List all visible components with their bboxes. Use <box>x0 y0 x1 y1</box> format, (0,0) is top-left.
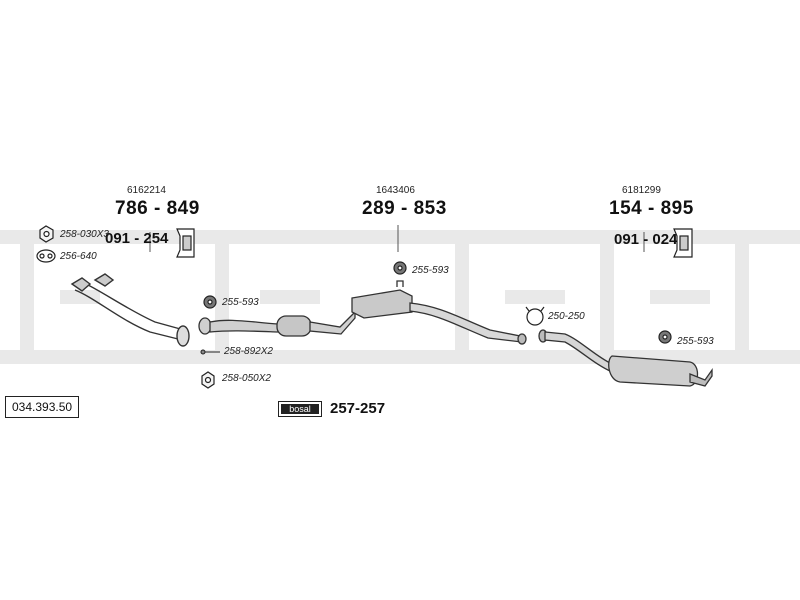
hanger-icon-2 <box>673 228 693 258</box>
part-number-2: 289 - 853 <box>362 198 447 219</box>
nut-icon <box>39 225 54 243</box>
part-number-1: 786 - 849 <box>115 198 200 219</box>
reference-code: 034.393.50 <box>5 396 80 418</box>
hanger-number-3: 091 - 024 <box>614 231 678 248</box>
rear-silencer <box>538 329 713 387</box>
accessory-label: 258-892X2 <box>224 346 273 357</box>
hanger-number-1: 091 - 254 <box>105 230 169 247</box>
accessory-label: 255-593 <box>677 336 714 347</box>
hanger-icon-1 <box>176 228 195 258</box>
clamp-icon <box>525 306 545 326</box>
kit-box: bosal <box>278 401 322 417</box>
accessory-label: 256-640 <box>60 251 97 262</box>
rubber-mount-icon <box>203 295 217 309</box>
accessory-label: 255-593 <box>222 297 259 308</box>
rubber-mount-icon <box>658 330 672 344</box>
part-number-3: 154 - 895 <box>609 198 694 219</box>
oem-number-3: 6181299 <box>622 185 661 196</box>
oem-number-1: 6162214 <box>127 185 166 196</box>
bolt-icon <box>200 349 220 355</box>
leader-lines <box>149 225 645 252</box>
front-silencer-pipe <box>198 310 356 337</box>
bosal-logo: bosal <box>281 404 319 414</box>
gasket-icon <box>36 249 56 263</box>
accessory-label: 255-593 <box>412 265 449 276</box>
middle-silencer <box>351 280 527 345</box>
accessory-label: 250-250 <box>548 311 585 322</box>
accessory-label: 258-050X2 <box>222 373 271 384</box>
rubber-mount-icon <box>393 261 407 275</box>
nut-icon <box>201 371 215 389</box>
accessory-label: 258-030X3 <box>60 229 109 240</box>
kit-number: 257-257 <box>330 400 386 417</box>
front-pipe <box>70 273 190 347</box>
oem-number-2: 1643406 <box>376 185 415 196</box>
